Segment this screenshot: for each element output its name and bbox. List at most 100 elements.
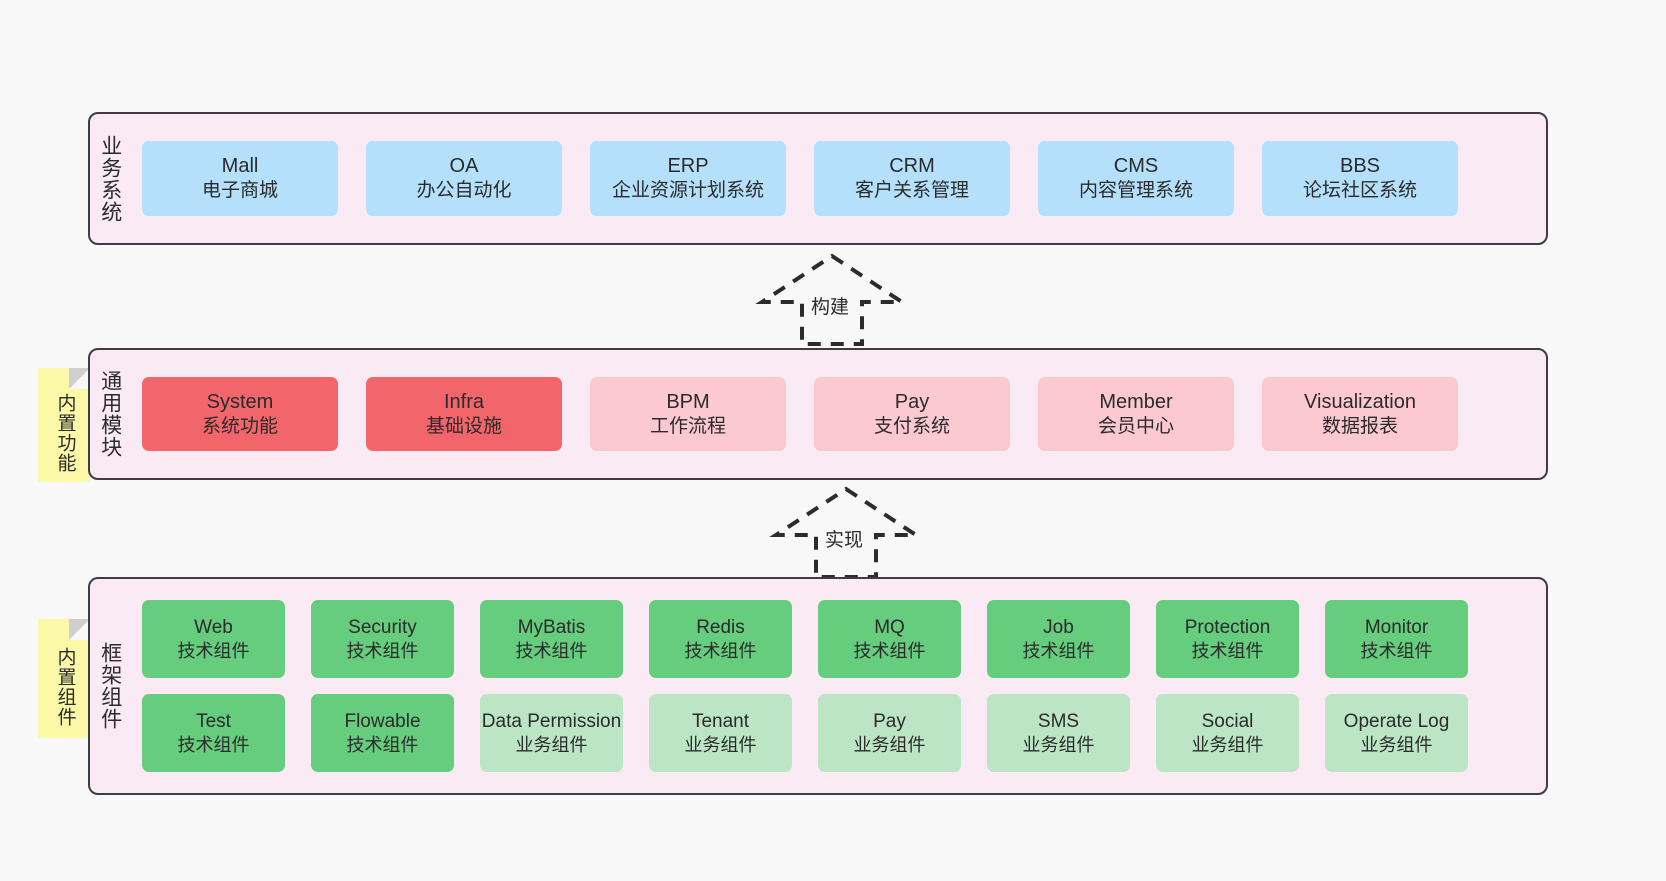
card-tenant[interactable]: Tenant 业务组件	[649, 694, 792, 772]
card-title: Monitor	[1364, 616, 1429, 638]
card-subtitle: 技术组件	[177, 734, 250, 755]
card-title: Infra	[443, 390, 485, 413]
card-title: Redis	[696, 616, 745, 638]
card-subtitle: 系统功能	[201, 415, 278, 437]
card-title: SMS	[1037, 710, 1080, 732]
card-subtitle: 基础设施	[425, 415, 502, 437]
card-subtitle: 技术组件	[515, 640, 588, 661]
card-title: Web	[194, 616, 233, 638]
card-job[interactable]: Job 技术组件	[987, 600, 1130, 678]
card-subtitle: 内容管理系统	[1078, 180, 1193, 202]
card-title: MQ	[874, 616, 905, 638]
card-oa[interactable]: OA 办公自动化	[366, 141, 562, 216]
card-title: Pay	[894, 390, 930, 413]
card-system[interactable]: System 系统功能	[142, 377, 338, 451]
card-flowable[interactable]: Flowable 技术组件	[311, 694, 454, 772]
card-subtitle: 技术组件	[1191, 640, 1264, 661]
card-subtitle: 技术组件	[1022, 640, 1095, 661]
card-security[interactable]: Security 技术组件	[311, 600, 454, 678]
card-mybatis[interactable]: MyBatis 技术组件	[480, 600, 623, 678]
sticky-note-label: 内置组件	[54, 646, 76, 727]
card-protection[interactable]: Protection 技术组件	[1156, 600, 1299, 678]
card-title: Pay	[873, 710, 906, 732]
card-title: Member	[1099, 390, 1173, 413]
card-social[interactable]: Social 业务组件	[1156, 694, 1299, 772]
layer-body-framework-components: Web 技术组件 Security 技术组件 MyBatis 技术组件 Redi…	[130, 579, 1546, 793]
card-erp[interactable]: ERP 企业资源计划系统	[590, 141, 786, 216]
card-subtitle: 电子商城	[201, 180, 278, 202]
card-subtitle: 支付系统	[873, 415, 950, 437]
card-member[interactable]: Member 会员中心	[1038, 377, 1234, 451]
card-visualization[interactable]: Visualization 数据报表	[1262, 377, 1458, 451]
card-subtitle: 业务组件	[684, 734, 757, 755]
card-title: Operate Log	[1343, 710, 1450, 732]
card-subtitle: 数据报表	[1321, 415, 1398, 437]
card-subtitle: 技术组件	[684, 640, 757, 661]
card-test[interactable]: Test 技术组件	[142, 694, 285, 772]
card-subtitle: 技术组件	[346, 640, 419, 661]
common-modules-row: System 系统功能 Infra 基础设施 BPM 工作流程 Pay 支付系统…	[142, 377, 1546, 451]
framework-components-row-2: Test 技术组件 Flowable 技术组件 Data Permission …	[142, 694, 1546, 772]
card-subtitle: 业务组件	[515, 734, 588, 755]
card-subtitle: 技术组件	[1360, 640, 1433, 661]
card-sms[interactable]: SMS 业务组件	[987, 694, 1130, 772]
card-monitor[interactable]: Monitor 技术组件	[1325, 600, 1468, 678]
card-title: Test	[196, 710, 231, 732]
card-subtitle: 企业资源计划系统	[611, 180, 764, 202]
sticky-note-label: 内置功能	[54, 393, 76, 473]
card-infra[interactable]: Infra 基础设施	[366, 377, 562, 451]
card-title: OA	[449, 155, 479, 178]
card-subtitle: 工作流程	[649, 415, 726, 437]
card-subtitle: 会员中心	[1097, 415, 1174, 437]
card-subtitle: 技术组件	[346, 734, 419, 755]
card-subtitle: 技术组件	[853, 640, 926, 661]
card-title: ERP	[667, 155, 709, 178]
card-operate-log[interactable]: Operate Log 业务组件	[1325, 694, 1468, 772]
connector-build: 构建	[752, 253, 912, 346]
card-subtitle: 论坛社区系统	[1302, 180, 1417, 202]
connector-label-build: 构建	[809, 292, 852, 319]
card-title: CRM	[889, 155, 935, 178]
card-cms[interactable]: CMS 内容管理系统	[1038, 141, 1234, 216]
card-title: System	[206, 390, 274, 413]
card-bpm[interactable]: BPM 工作流程	[590, 377, 786, 451]
card-title: Security	[348, 616, 417, 638]
layer-label-common-modules: 通用模块	[98, 370, 122, 458]
card-subtitle: 技术组件	[177, 640, 250, 661]
layer-body-business-systems: Mall 电子商城 OA 办公自动化 ERP 企业资源计划系统 CRM 客户关系…	[130, 114, 1546, 243]
card-web[interactable]: Web 技术组件	[142, 600, 285, 678]
card-subtitle: 业务组件	[853, 734, 926, 755]
card-title: Visualization	[1304, 390, 1416, 413]
card-title: CMS	[1113, 155, 1159, 178]
card-subtitle: 业务组件	[1360, 734, 1433, 755]
card-subtitle: 办公自动化	[416, 180, 512, 202]
card-subtitle: 业务组件	[1022, 734, 1095, 755]
card-title: MyBatis	[517, 616, 586, 638]
card-mall[interactable]: Mall 电子商城	[142, 141, 338, 216]
card-title: Data Permission	[481, 710, 622, 732]
layer-label-framework-components: 框架组件	[98, 642, 122, 730]
connector-label-implement: 实现	[823, 525, 866, 552]
card-pay-component[interactable]: Pay 业务组件	[818, 694, 961, 772]
card-redis[interactable]: Redis 技术组件	[649, 600, 792, 678]
layer-business-systems: 业务系统 Mall 电子商城 OA 办公自动化 ERP 企业资源计划系统 CRM…	[88, 112, 1548, 245]
layer-framework-components: 框架组件 Web 技术组件 Security 技术组件 MyBatis 技术组件…	[88, 577, 1548, 795]
card-subtitle: 客户关系管理	[854, 180, 969, 202]
framework-components-row-1: Web 技术组件 Security 技术组件 MyBatis 技术组件 Redi…	[142, 600, 1546, 678]
connector-implement: 实现	[766, 486, 926, 579]
card-pay-module[interactable]: Pay 支付系统	[814, 377, 1010, 451]
layer-body-common-modules: System 系统功能 Infra 基础设施 BPM 工作流程 Pay 支付系统…	[130, 350, 1546, 478]
layer-common-modules: 通用模块 System 系统功能 Infra 基础设施 BPM 工作流程 Pay…	[88, 348, 1548, 480]
generalization-arrow-shape	[755, 253, 909, 346]
card-subtitle: 业务组件	[1191, 734, 1264, 755]
card-data-permission[interactable]: Data Permission 业务组件	[480, 694, 623, 772]
card-title: Protection	[1184, 616, 1271, 638]
card-title: BBS	[1339, 155, 1381, 178]
card-crm[interactable]: CRM 客户关系管理	[814, 141, 1010, 216]
card-title: BPM	[666, 390, 710, 413]
card-bbs[interactable]: BBS 论坛社区系统	[1262, 141, 1458, 216]
card-mq[interactable]: MQ 技术组件	[818, 600, 961, 678]
sticky-note-builtin-component: 内置组件	[38, 619, 90, 738]
card-title: Mall	[221, 155, 259, 178]
